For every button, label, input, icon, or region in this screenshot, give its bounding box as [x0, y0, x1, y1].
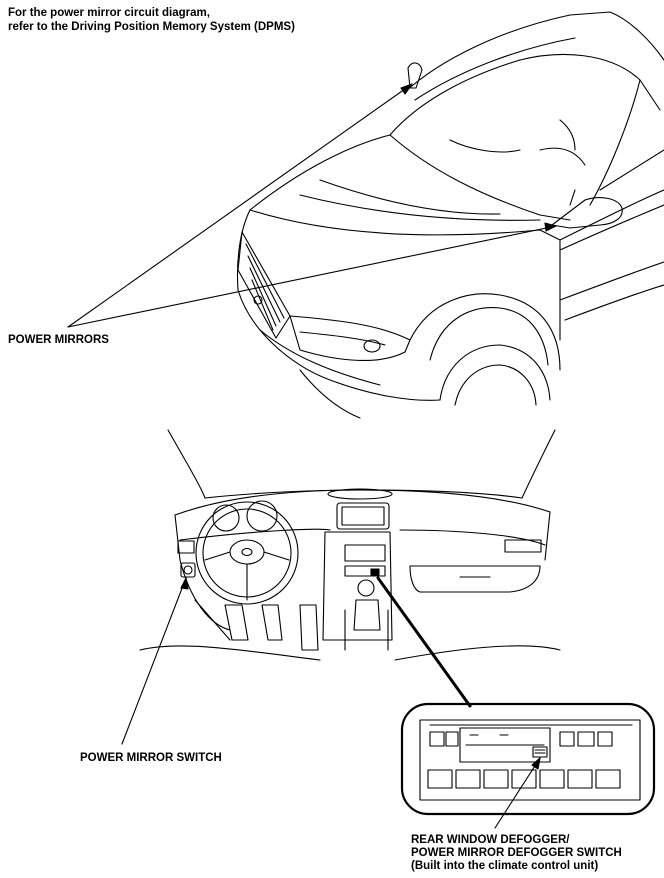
- defogger-label-line-1: REAR WINDOW DEFOGGER/: [411, 834, 570, 846]
- defogger-label-line-3: (Built into the climate control unit): [411, 860, 599, 872]
- note-line-2: refer to the Driving Position Memory Sys…: [8, 21, 295, 33]
- note-line-1: For the power mirror circuit diagram,: [8, 7, 210, 19]
- defogger-label-line-2: POWER MIRROR DEFOGGER SWITCH: [411, 847, 622, 859]
- car-illustration: [238, 12, 664, 418]
- defogger-callout-leader: [378, 578, 470, 706]
- climate-control-callout: [402, 704, 654, 814]
- power-mirrors-label: POWER MIRRORS: [8, 334, 109, 346]
- power-mirror-switch-leader: [122, 578, 188, 744]
- power-mirror-switch-label: POWER MIRROR SWITCH: [80, 752, 222, 764]
- power-mirrors-leaders: [68, 84, 556, 327]
- defogger-switch-leader: [495, 758, 540, 828]
- defogger-switch-label: REAR WINDOW DEFOGGER/ POWER MIRROR DEFOG…: [411, 834, 622, 873]
- dashboard-illustration: [140, 430, 560, 660]
- circuit-diagram-note: For the power mirror circuit diagram, re…: [8, 6, 295, 34]
